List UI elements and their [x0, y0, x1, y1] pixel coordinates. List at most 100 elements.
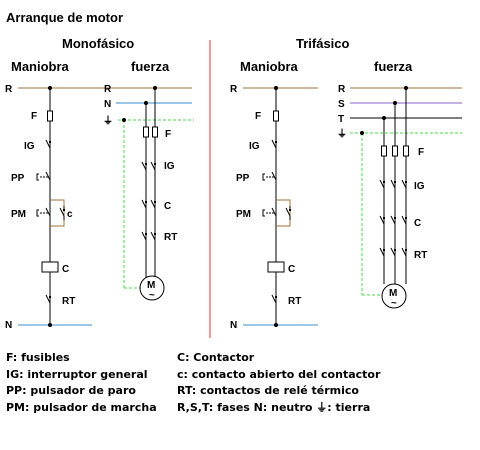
heading-monofasico: Monofásico — [62, 36, 134, 51]
label-earth-mono: ⏚ — [103, 115, 113, 127]
c-contact-fuerza-mono-2 — [150, 198, 156, 212]
diagram-title: Arranque de motor — [6, 10, 123, 25]
pb-blade — [271, 207, 277, 217]
rt-contact-fuerza-mono-1 — [141, 230, 147, 244]
rt-contact-fuerza-mono-2 — [150, 230, 156, 244]
heading-fuerza-mono: fuerza — [131, 59, 170, 74]
node-n-fuerza-mono — [144, 101, 148, 105]
contact-dot — [49, 141, 51, 143]
legend-item-contacto-abierto: c: contacto abierto del contactor — [177, 367, 381, 381]
label-c-coil-mono: C — [62, 264, 69, 275]
contact-blade — [141, 199, 147, 209]
contact-blade — [45, 139, 51, 149]
seal-in-branch-tri — [276, 199, 291, 227]
node-r-fuerza-mono — [153, 86, 157, 90]
label-earth-tri: ⏚ — [337, 128, 347, 140]
pb-blade — [271, 171, 277, 181]
pb-head — [262, 209, 265, 217]
label-r-maniobra-tri: R — [230, 84, 238, 95]
components — [36, 86, 409, 327]
c-contact-fuerza-tri-r — [401, 214, 407, 228]
contact-blade — [150, 199, 156, 209]
legend-left: F: fusibles IG: interruptor general PP: … — [6, 350, 157, 416]
label-rt-maniobra-mono: RT — [62, 296, 75, 307]
contact-blade — [379, 215, 385, 225]
node-s-fuerza-tri — [393, 101, 397, 105]
label-pm-tri: PM — [236, 209, 251, 220]
contact-blade — [59, 207, 65, 217]
label-n-fuerza-mono: N — [104, 99, 111, 110]
fuse-fuerza-tri-s — [392, 145, 398, 157]
ig-contact-fuerza-mono-1 — [141, 160, 147, 174]
contact-dot — [394, 181, 396, 183]
pm-pushbutton-mono — [36, 206, 51, 220]
legend-item-fusibles: F: fusibles — [6, 351, 70, 364]
contact-dot — [394, 217, 396, 219]
contact-blade — [390, 215, 396, 225]
contact-dot — [383, 217, 385, 219]
contact-dot — [154, 163, 156, 165]
label-rt-fuerza-mono: RT — [164, 232, 177, 243]
motor-m-label-mono: M — [147, 280, 155, 291]
label-pm-mono: PM — [11, 209, 26, 220]
contact-blade — [379, 179, 385, 189]
pb-head — [36, 173, 39, 181]
heading-maniobra-mono: Maniobra — [11, 59, 70, 74]
label-c-fuerza-mono: C — [164, 201, 171, 212]
node-n-maniobra-mono — [48, 323, 52, 327]
label-ig-fuerza-tri: IG — [414, 181, 425, 192]
c-aux-contact-mono — [59, 206, 65, 220]
label-r-fuerza-mono: R — [104, 84, 112, 95]
contact-dot — [405, 249, 407, 251]
contact-dot — [63, 209, 65, 211]
rt-contact-maniobra-tri — [271, 293, 277, 307]
rt-contact-fuerza-tri-r — [401, 246, 407, 260]
legend-right: C: Contactor c: contacto abierto del con… — [177, 350, 380, 416]
contact-blade — [285, 207, 291, 217]
rt-contact-fuerza-tri-t — [379, 246, 385, 260]
label-ig-fuerza-mono: IG — [164, 161, 175, 172]
contactor-coil-tri — [267, 261, 285, 273]
pb-blade — [45, 207, 51, 217]
c-contact-fuerza-mono-1 — [141, 198, 147, 212]
ig-contact-maniobra-mono — [45, 138, 51, 152]
motor-mono — [139, 275, 165, 301]
contact-dot — [275, 141, 277, 143]
label-c-coil-tri: C — [288, 264, 295, 275]
contact-dot — [275, 296, 277, 298]
contact-dot — [145, 163, 147, 165]
fuse-fuerza-mono-1 — [143, 126, 149, 138]
pp-pushbutton-mono — [36, 170, 51, 184]
node-r-fuerza-tri — [404, 86, 408, 90]
contact-dot — [145, 201, 147, 203]
motor-tri — [381, 283, 407, 309]
label-n-maniobra-mono: N — [5, 320, 12, 331]
node-earth-tri — [360, 131, 364, 135]
node-n-maniobra-tri — [274, 323, 278, 327]
pm-pushbutton-tri — [262, 206, 277, 220]
pp-pushbutton-tri — [262, 170, 277, 184]
legend-item-rele-termico: RT: contactos de relé térmico — [177, 384, 359, 397]
fuse-fuerza-mono-2 — [152, 126, 158, 138]
legend-item-interruptor: IG: interruptor general — [6, 367, 148, 381]
heading-maniobra-tri: Maniobra — [240, 59, 299, 74]
heading-fuerza-tri: fuerza — [374, 59, 413, 74]
motor-m-label-tri: M — [389, 288, 397, 299]
node-r-maniobra-tri — [274, 86, 278, 90]
label-rt-maniobra-tri: RT — [288, 296, 301, 307]
motor-tilde-tri: ~ — [391, 298, 397, 309]
fuse-fuerza-tri-t — [381, 145, 387, 157]
legend-item-fases-neutro-tierra: R,S,T: fases N: neutro ⏚: tierra — [177, 400, 371, 414]
node-earth-mono — [122, 118, 126, 122]
label-f-fuerza-tri: F — [418, 147, 424, 158]
pb-head — [262, 173, 265, 181]
ig-contact-fuerza-tri-r — [401, 178, 407, 192]
fuse-maniobra-mono — [47, 110, 53, 122]
contact-blade — [271, 294, 277, 304]
c-contact-fuerza-tri-t — [379, 214, 385, 228]
contact-blade — [141, 231, 147, 241]
label-r-maniobra-mono: R — [5, 84, 13, 95]
contact-blade — [150, 231, 156, 241]
contact-blade — [390, 247, 396, 257]
contact-blade — [45, 294, 51, 304]
